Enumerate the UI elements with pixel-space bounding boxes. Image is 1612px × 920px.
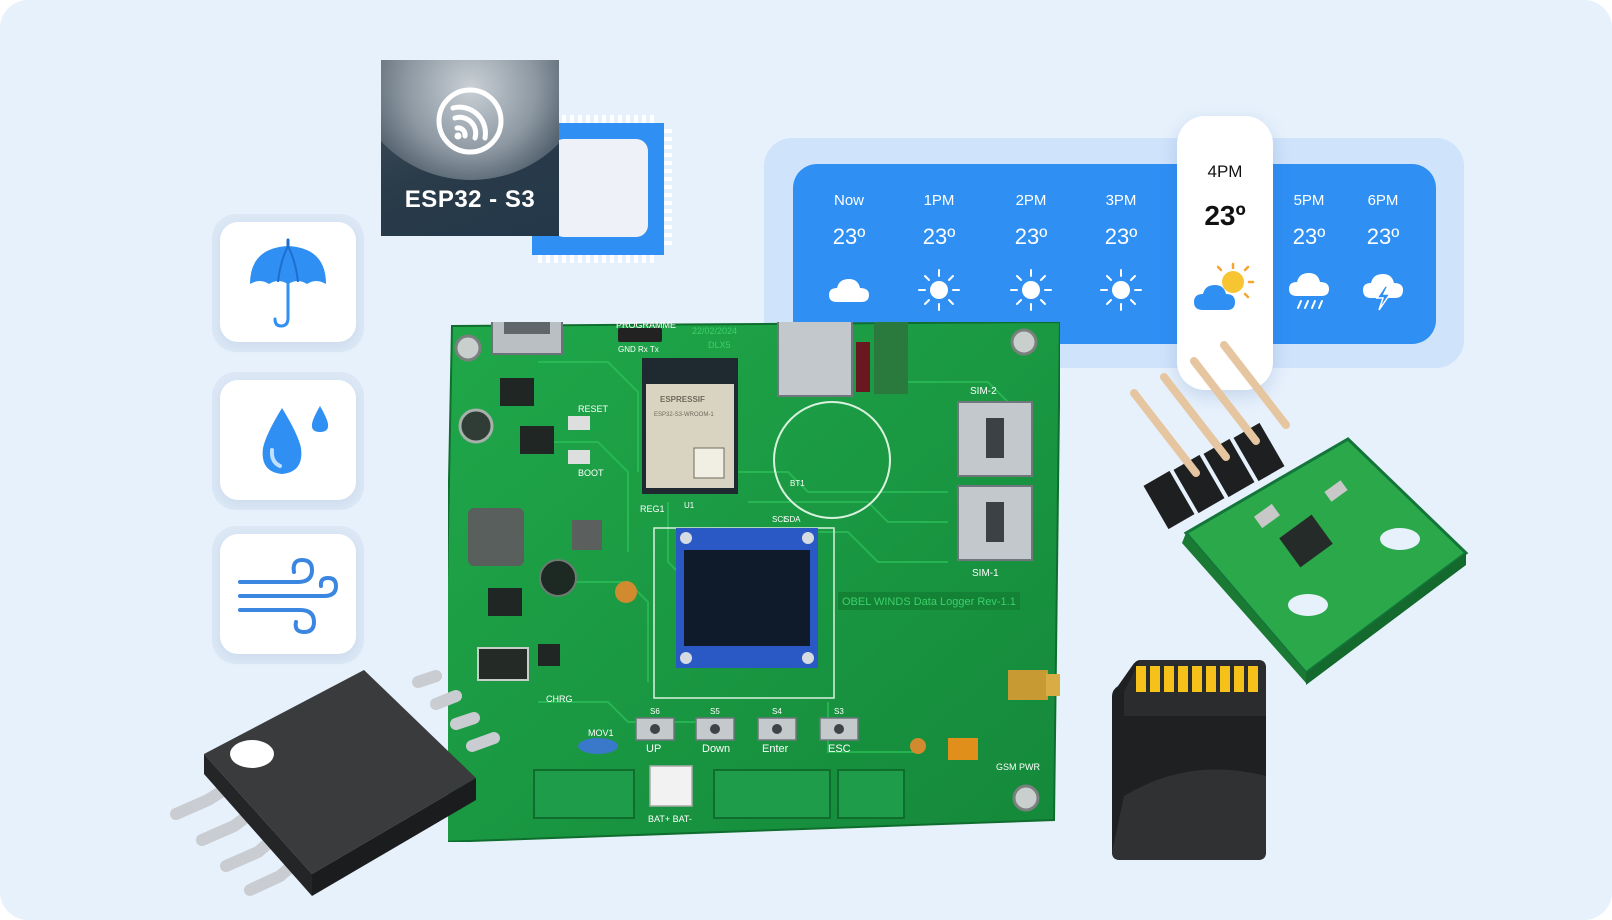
forecast-time: 2PM — [1015, 192, 1047, 209]
reset-label: RESET — [578, 404, 609, 414]
sd-card-icon — [1112, 660, 1266, 860]
svg-text:Down: Down — [702, 743, 730, 755]
svg-text:U1: U1 — [684, 501, 695, 510]
svg-text:ESC: ESC — [828, 743, 851, 755]
forecast-temp: 23º — [1292, 224, 1326, 249]
programme-pins-label: GND Rx Tx — [618, 345, 659, 354]
thunder-cloud-icon — [1363, 274, 1403, 311]
sim1-label: SIM-1 — [972, 568, 999, 579]
battery-label: BAT+ BAT- — [648, 814, 692, 824]
board-version: DLX5 — [708, 340, 731, 350]
esp32-badge: ESP32 - S3 — [381, 60, 559, 236]
wind-icon — [238, 557, 339, 635]
board-date: 22/02/2024 — [692, 326, 737, 336]
forecast-temp: 23º — [1366, 224, 1400, 249]
forecast-2pm[interactable]: 2PM 23º — [991, 164, 1071, 344]
svg-text:UP: UP — [646, 743, 661, 755]
boot-label: BOOT — [578, 468, 604, 478]
partly-cloudy-icon — [1194, 262, 1255, 310]
sensor-breakout-module — [1130, 341, 1469, 685]
mov1-label: MOV1 — [588, 728, 614, 738]
forecast-1pm[interactable]: 1PM 23º — [899, 164, 979, 344]
module-model: ESP32-S3-WROOM-1 — [654, 412, 714, 418]
pcb-button-down: S5 Down — [695, 707, 735, 755]
forecast-temp: 23º — [832, 224, 866, 249]
pcb-button-enter: S4 Enter — [757, 707, 797, 755]
soic-chip-icon — [170, 670, 500, 896]
pcb-button-esc: S3 ESC — [819, 707, 859, 755]
forecast-time: 3PM — [1105, 192, 1137, 209]
pcb-button-up: S6 UP — [635, 707, 675, 755]
forecast-temp: 23º — [1104, 224, 1138, 249]
data-logger-pcb: PROGRAMME GND Rx Tx 22/02/2024 DLX5 ESPR… — [440, 307, 1086, 844]
rain-cloud-icon — [1289, 273, 1329, 309]
espressif-logo-icon — [436, 87, 504, 155]
svg-text:S6: S6 — [650, 707, 660, 716]
forecast-5pm[interactable]: 5PM 23º — [1269, 164, 1349, 344]
forecast-temp: 23º — [922, 224, 956, 249]
forecast-time: 1PM — [923, 192, 955, 209]
wind-card — [212, 526, 364, 664]
forecast-time: 6PM — [1367, 192, 1399, 209]
chip-label: ESP32 - S3 — [404, 186, 536, 213]
forecast-6pm[interactable]: 6PM 23º — [1343, 164, 1423, 344]
board-name: OBEL WINDS Data Logger Rev-1.1 — [842, 596, 1016, 608]
svg-text:S5: S5 — [710, 707, 720, 716]
svg-text:S4: S4 — [772, 707, 782, 716]
forecast-time: 4PM — [1207, 162, 1243, 181]
reg1-label: REG1 — [640, 504, 665, 514]
module-brand: ESPRESSIF — [660, 395, 705, 404]
forecast-temp: 23º — [1014, 224, 1048, 249]
sun-icon — [1010, 269, 1052, 311]
gsm-pwr-label: GSM PWR — [996, 762, 1040, 772]
forecast-time: Now — [833, 192, 864, 209]
svg-text:Enter: Enter — [762, 743, 789, 755]
forecast-temp: 23º — [1204, 200, 1246, 231]
sun-icon — [918, 269, 960, 311]
humidity-card — [212, 372, 364, 510]
programme-label: PROGRAMME — [616, 322, 676, 330]
pcb-board: PROGRAMME GND Rx Tx 22/02/2024 DLX5 ESPR… — [440, 307, 1086, 844]
forecast-3pm[interactable]: 3PM 23º — [1081, 164, 1161, 344]
sim2-label: SIM-2 — [970, 386, 997, 397]
svg-text:BT1: BT1 — [790, 479, 805, 488]
hourly-forecast: Now 23º 1PM 23º 2PM 23º — [793, 164, 1436, 344]
scl-label: SCL — [772, 515, 788, 524]
cloud-icon — [829, 279, 869, 302]
chrg-label: CHRG — [546, 694, 573, 704]
forecast-time: 5PM — [1293, 192, 1325, 209]
svg-text:S3: S3 — [834, 707, 844, 716]
umbrella-card — [212, 214, 364, 352]
sda-label: SDA — [784, 515, 801, 524]
forecast-now[interactable]: Now 23º — [809, 164, 889, 344]
sun-icon — [1100, 269, 1142, 311]
water-drops-icon — [262, 406, 329, 474]
umbrella-icon — [250, 238, 326, 328]
